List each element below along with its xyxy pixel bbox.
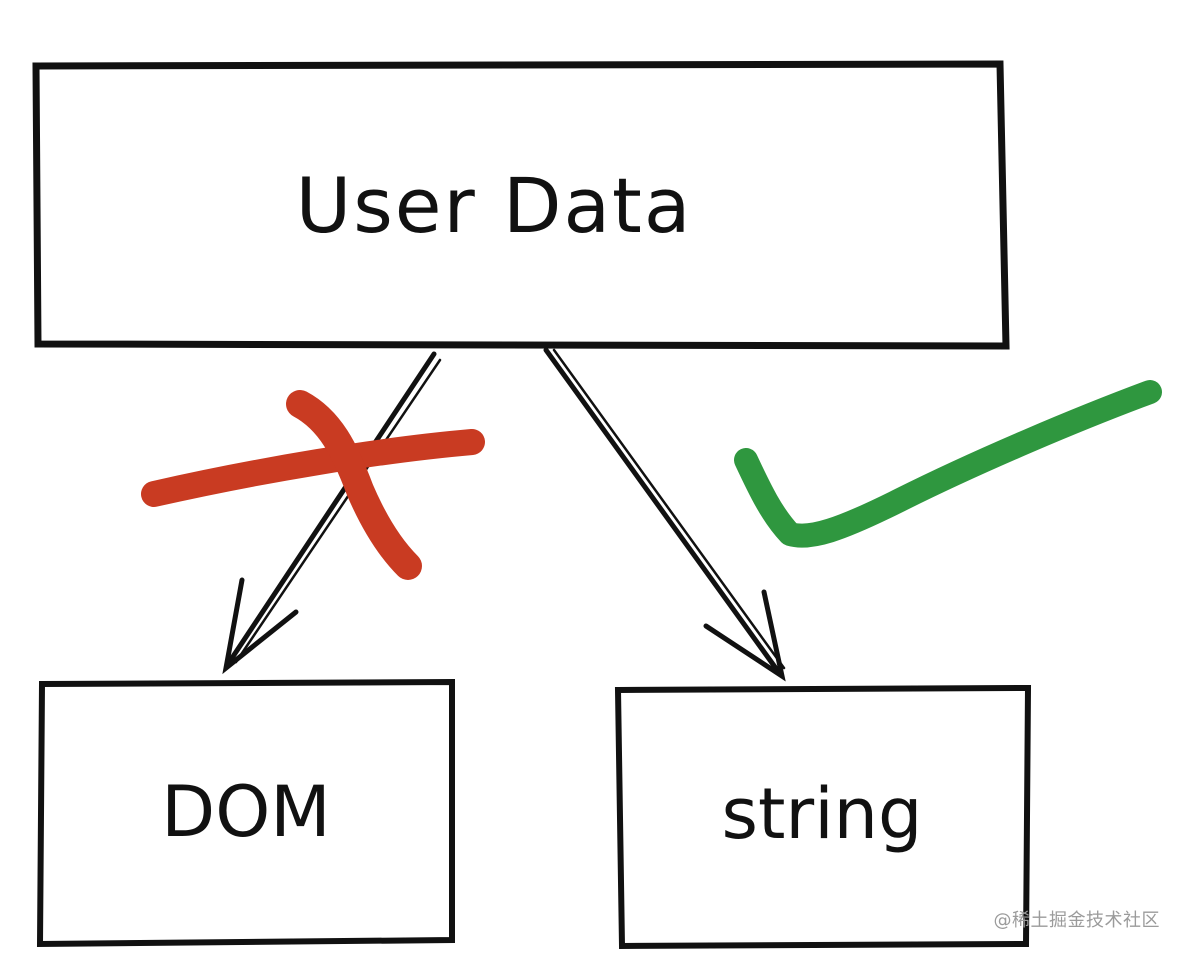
node-string-label: string: [722, 773, 923, 855]
edge-user-data-to-string: [543, 347, 786, 682]
edge-user-data-to-dom: [222, 351, 442, 675]
cross-mark-icon: [141, 390, 485, 580]
node-dom-border: [36, 678, 455, 948]
node-dom: DOM: [36, 678, 455, 948]
node-user-data-border: [32, 60, 1010, 350]
arrow-head: [222, 577, 299, 675]
arrow-shaft: [225, 351, 437, 667]
arrow-head: [703, 589, 786, 682]
check-mark-icon: [734, 380, 1162, 548]
watermark: @稀土掘金技术社区: [993, 910, 1160, 931]
node-user-data-label: User Data: [296, 161, 693, 250]
arrow-shaft-double: [234, 358, 442, 664]
arrow-shaft: [543, 347, 783, 677]
node-string: string: [614, 684, 1032, 950]
node-user-data: User Data: [32, 60, 1010, 350]
node-dom-label: DOM: [161, 771, 330, 853]
node-string-border: [614, 684, 1032, 950]
arrow-shaft-double: [552, 348, 786, 670]
